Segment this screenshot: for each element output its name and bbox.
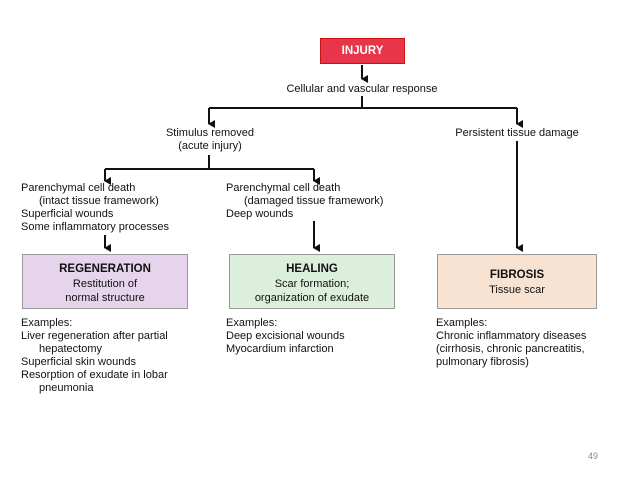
condition-line: (intact tissue framework) (39, 195, 159, 207)
left-conditions: Parenchymal cell death (intact tissue fr… (21, 182, 169, 234)
condition-line: Deep wounds (226, 208, 294, 220)
healing-box: HEALING Scar formation; organization of … (229, 254, 395, 309)
response-label: Cellular and vascular response (286, 83, 438, 95)
example-line: Liver regeneration after partial (21, 330, 168, 342)
regeneration-title: REGENERATION (59, 263, 151, 275)
example-line: pneumonia (39, 382, 94, 394)
example-line: pulmonary fibrosis) (436, 356, 529, 368)
example-line: (cirrhosis, chronic pancreatitis, (436, 343, 585, 355)
stimulus-line-1: Stimulus removed (165, 127, 255, 139)
stimulus-removed: Stimulus removed (acute injury) (140, 127, 280, 153)
right-examples: Examples: Chronic inflammatory diseases … (436, 317, 586, 369)
example-line: Myocardium infarction (226, 343, 334, 355)
healing-title: HEALING (286, 263, 338, 275)
persistent-damage: Persistent tissue damage (455, 127, 579, 139)
condition-line: Parenchymal cell death (21, 182, 136, 194)
left-examples: Examples: Liver regeneration after parti… (21, 317, 168, 395)
healing-line: organization of exudate (254, 292, 370, 304)
example-line: Resorption of exudate in lobar (21, 369, 168, 381)
condition-line: (damaged tissue framework) (244, 195, 384, 207)
regeneration-line: normal structure (65, 292, 145, 304)
examples-label: Examples: (226, 317, 278, 329)
stimulus-line-2: (acute injury) (178, 140, 242, 152)
example-line: Superficial skin wounds (21, 356, 136, 368)
example-line: Chronic inflammatory diseases (436, 330, 587, 342)
mid-examples: Examples: Deep excisional wounds Myocard… (226, 317, 345, 356)
condition-line: Parenchymal cell death (226, 182, 341, 194)
healing-line: Scar formation; (274, 278, 350, 290)
fibrosis-line: Tissue scar (489, 284, 545, 296)
examples-label: Examples: (21, 317, 73, 329)
example-line: hepatectomy (39, 343, 102, 355)
injury-label: INJURY (341, 45, 384, 57)
example-line: Deep excisional wounds (226, 330, 345, 342)
condition-line: Some inflammatory processes (21, 221, 169, 233)
fibrosis-title: FIBROSIS (489, 269, 545, 281)
mid-conditions: Parenchymal cell death (damaged tissue f… (226, 182, 383, 221)
page-number: 49 (588, 451, 599, 461)
fibrosis-box: FIBROSIS Tissue scar (437, 254, 597, 309)
condition-line: Superficial wounds (21, 208, 114, 220)
injury-box: INJURY (320, 38, 405, 64)
regeneration-box: REGENERATION Restitution of normal struc… (22, 254, 188, 309)
regeneration-line: Restitution of (72, 278, 138, 290)
examples-label: Examples: (436, 317, 488, 329)
